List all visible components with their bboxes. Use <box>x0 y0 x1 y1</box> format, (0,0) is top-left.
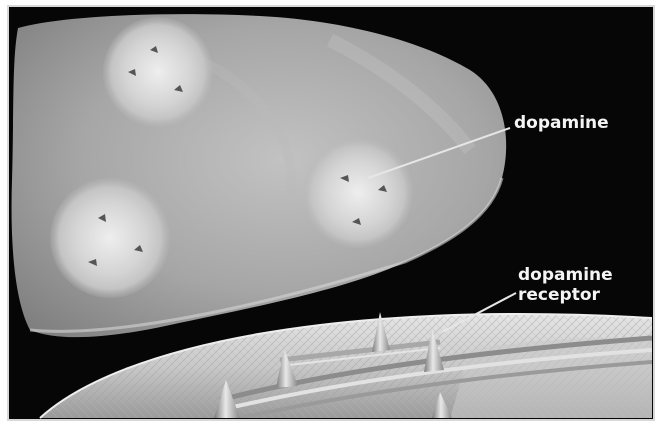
vesicle <box>50 178 170 298</box>
dopamine-label: dopamine <box>514 113 609 133</box>
receptor-label-line2: receptor <box>518 285 600 305</box>
vesicle <box>303 138 413 248</box>
receptor-label-line1: dopamine <box>518 265 613 285</box>
vesicle <box>103 17 213 127</box>
